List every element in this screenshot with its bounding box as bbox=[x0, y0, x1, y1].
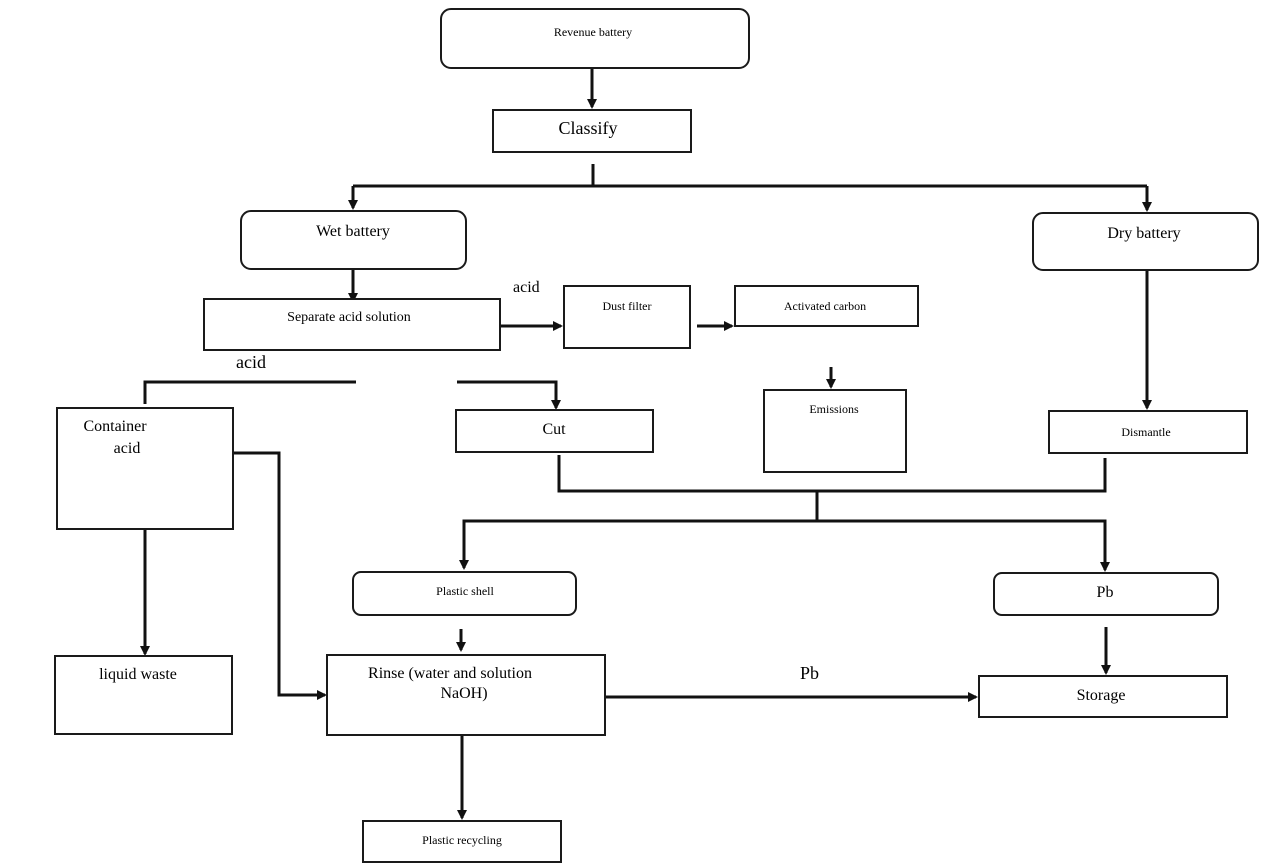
node-dry-battery: Dry battery bbox=[1032, 212, 1259, 271]
node-storage-label: Storage bbox=[1077, 687, 1126, 704]
node-plastic-shell-label: Plastic shell bbox=[436, 584, 494, 598]
node-emissions-label: Emissions bbox=[809, 402, 859, 416]
node-dismantle: Dismantle bbox=[1048, 410, 1248, 454]
node-cut: Cut bbox=[455, 409, 654, 453]
node-container-acid-label-line1: Container bbox=[83, 418, 147, 435]
classify-split-line bbox=[353, 164, 1147, 188]
node-separate-acid: Separate acid solution bbox=[203, 298, 501, 351]
node-classify-label: Classify bbox=[558, 118, 617, 138]
node-plastic-shell: Plastic shell bbox=[352, 571, 577, 616]
node-pb: Pb bbox=[993, 572, 1219, 616]
arrow-container-to-rinse bbox=[233, 451, 327, 700]
node-emissions: Emissions bbox=[763, 389, 907, 473]
node-dust-filter: Dust filter bbox=[563, 285, 691, 349]
node-cut-label: Cut bbox=[542, 421, 566, 438]
node-container-acid-label-line2: acid bbox=[114, 440, 141, 457]
edge-label-pb-to-storage: Pb bbox=[800, 663, 819, 683]
edge-label-acid-to-filter: acid bbox=[513, 279, 540, 296]
merge-cut-dismantle bbox=[557, 455, 1107, 493]
node-rinse-label-line2: NaOH) bbox=[440, 685, 487, 702]
node-liquid-waste: liquid waste bbox=[54, 655, 233, 735]
node-activated-carbon-label: Activated carbon bbox=[784, 299, 866, 313]
node-storage: Storage bbox=[978, 675, 1228, 718]
node-dust-filter-label: Dust filter bbox=[603, 299, 652, 313]
arrow-to-pb bbox=[817, 519, 1110, 572]
node-activated-carbon: Activated carbon bbox=[734, 285, 919, 327]
arrow-to-plastic-shell bbox=[459, 491, 819, 570]
node-wet-battery-label: Wet battery bbox=[316, 223, 390, 240]
arrow-to-cut bbox=[457, 380, 561, 410]
node-separate-acid-label: Separate acid solution bbox=[287, 310, 411, 325]
node-container-acid: Container acid bbox=[56, 407, 234, 530]
node-plastic-recycling-label: Plastic recycling bbox=[422, 833, 502, 847]
node-liquid-waste-label: liquid waste bbox=[99, 666, 177, 683]
node-revenue-battery: Revenue battery bbox=[440, 8, 750, 69]
node-revenue-battery-label: Revenue battery bbox=[554, 25, 632, 39]
node-rinse: Rinse (water and solution NaOH) bbox=[326, 654, 606, 736]
node-pb-label: Pb bbox=[1097, 584, 1114, 601]
acid-split-left bbox=[143, 380, 356, 404]
node-wet-battery: Wet battery bbox=[240, 210, 467, 270]
node-plastic-recycling: Plastic recycling bbox=[362, 820, 562, 863]
node-classify: Classify bbox=[492, 109, 692, 153]
node-rinse-label-line1: Rinse (water and solution bbox=[368, 665, 532, 682]
edge-label-acid-split: acid bbox=[236, 352, 266, 372]
connectors bbox=[140, 69, 1152, 820]
node-dismantle-label: Dismantle bbox=[1121, 425, 1170, 439]
node-dry-battery-label: Dry battery bbox=[1107, 225, 1180, 242]
